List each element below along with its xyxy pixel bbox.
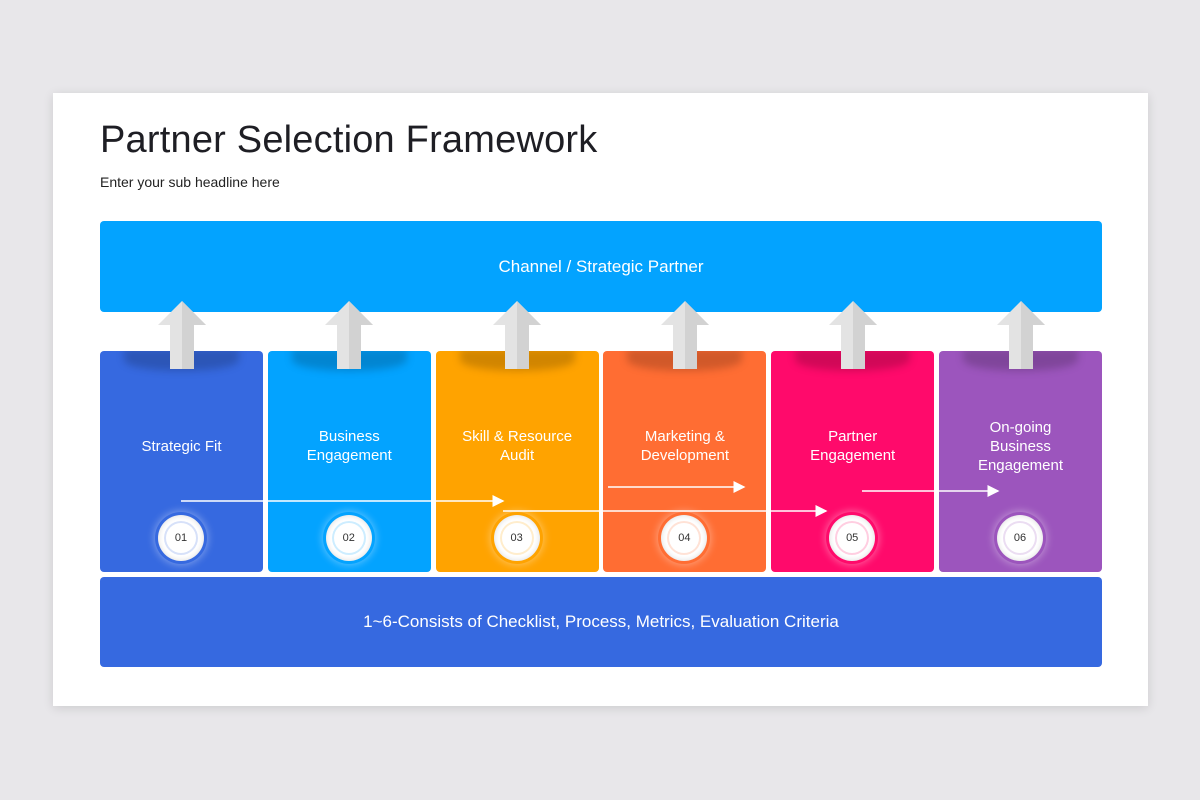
step-number-badge: 06 bbox=[997, 515, 1043, 561]
criteria-label: 1~6-Consists of Checklist, Process, Metr… bbox=[363, 612, 839, 631]
step-number-badge: 05 bbox=[829, 515, 876, 561]
up-arrow-icon bbox=[660, 301, 709, 369]
channel-partner-bar: Channel / Strategic Partner bbox=[100, 221, 1102, 312]
step-card-ongoing-business-engagement: On-going Business Engagement 06 bbox=[939, 351, 1102, 572]
step-label: Strategic Fit bbox=[141, 437, 222, 455]
step-number-badge: 02 bbox=[325, 515, 372, 561]
up-arrow-icon bbox=[325, 301, 374, 369]
step-number-badge: 03 bbox=[493, 515, 540, 561]
step-card-partner-engagement: Partner Engagement 05 bbox=[771, 351, 935, 572]
step-label: Skill & Resource Audit bbox=[462, 428, 573, 464]
up-arrow-icon bbox=[828, 301, 877, 369]
step-number: 06 bbox=[1003, 521, 1037, 555]
page-title: Partner Selection Framework bbox=[100, 119, 598, 161]
up-arrow-icon bbox=[157, 301, 206, 369]
step-label: Partner Engagement bbox=[810, 428, 896, 464]
step-card-skill-resource-audit: Skill & Resource Audit 03 bbox=[435, 351, 599, 572]
step-number: 05 bbox=[835, 521, 870, 555]
step-number-badge: 01 bbox=[158, 515, 204, 561]
criteria-bar: 1~6-Consists of Checklist, Process, Metr… bbox=[100, 577, 1102, 667]
up-arrow-icon bbox=[493, 301, 542, 369]
step-card-business-engagement: Business Engagement 02 bbox=[267, 351, 431, 572]
step-number: 03 bbox=[499, 521, 534, 555]
channel-partner-label: Channel / Strategic Partner bbox=[498, 256, 704, 276]
step-label: On-going Business Engagement bbox=[977, 418, 1064, 474]
step-label: Marketing & Development bbox=[640, 428, 730, 464]
step-number: 04 bbox=[667, 521, 702, 555]
up-arrow-icon bbox=[996, 301, 1045, 369]
step-label: Business Engagement bbox=[306, 428, 392, 464]
step-number-badge: 04 bbox=[661, 515, 708, 561]
step-card-strategic-fit: Strategic Fit 01 bbox=[100, 351, 263, 572]
slide: Partner Selection Framework Enter your s… bbox=[53, 93, 1148, 706]
step-card-marketing-development: Marketing & Development 04 bbox=[603, 351, 767, 572]
step-number: 02 bbox=[331, 521, 366, 555]
step-number: 01 bbox=[164, 521, 198, 555]
page-subtitle: Enter your sub headline here bbox=[100, 174, 280, 190]
